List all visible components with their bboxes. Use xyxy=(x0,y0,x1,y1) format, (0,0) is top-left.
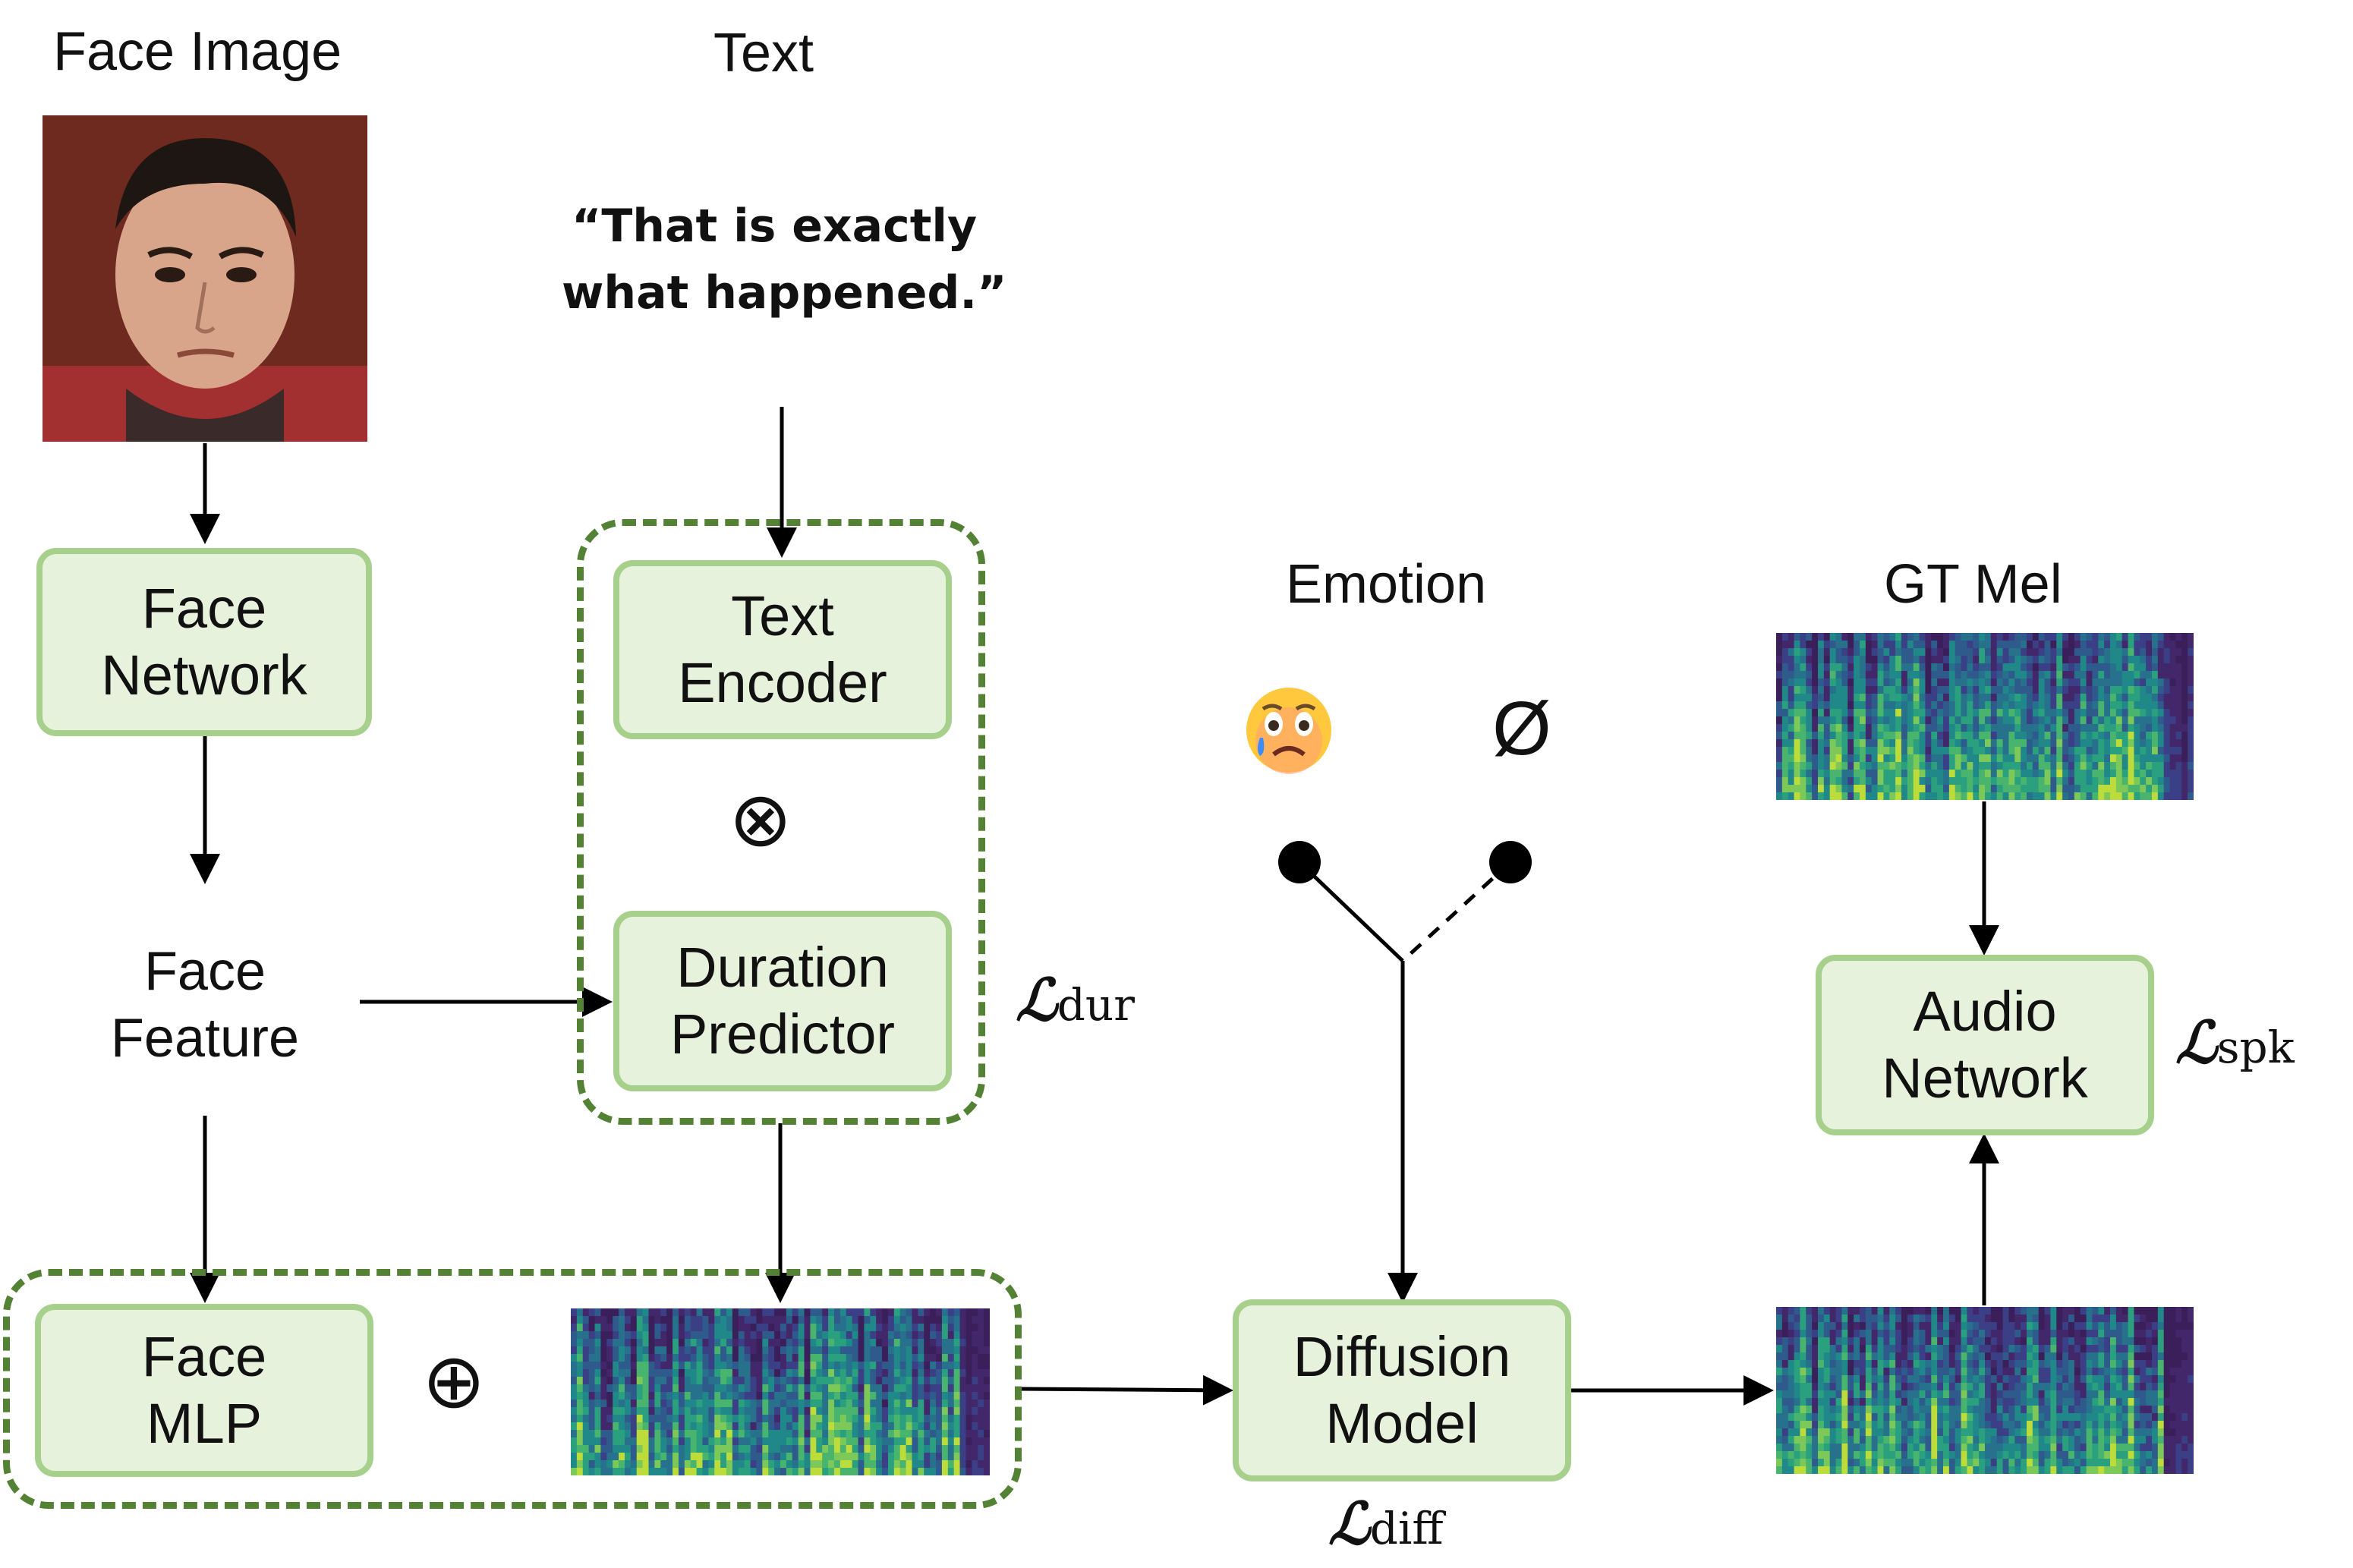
empty-set-symbol: Ø xyxy=(1492,686,1551,771)
diffusion-model-box: Diffusion Model xyxy=(1233,1299,1571,1481)
output-mel-spectrogram-icon xyxy=(1776,1307,2194,1474)
gt-mel-spectrogram-icon xyxy=(1776,633,2194,800)
face-photo-icon xyxy=(43,115,367,442)
audio-network-box: Audio Network xyxy=(1816,955,2154,1135)
face-network-box: Face Network xyxy=(36,548,372,736)
face-feature-line-1: Face xyxy=(143,941,266,1002)
emotion-label: Emotion xyxy=(1286,554,1487,615)
switch-dashed-branch xyxy=(1401,861,1512,962)
gt-mel-label: GT Mel xyxy=(1884,554,2062,615)
duration-predictor-box: Duration Predictor xyxy=(613,911,952,1091)
fusion-group-outline xyxy=(3,1269,1022,1509)
quote-line-2: what happened.” xyxy=(562,266,1007,320)
duration-group-outline xyxy=(577,519,985,1125)
switch-node-emotion xyxy=(1278,841,1321,883)
switch-node-null xyxy=(1489,841,1532,883)
text-encoder-box: Text Encoder xyxy=(613,560,952,739)
arrow-fusion-to-diffusion xyxy=(1021,1374,1233,1406)
loss-diff: ℒdiff xyxy=(1328,1490,1444,1557)
face-feature-label: Face Feature xyxy=(91,938,319,1072)
oplus-operator: ⊕ xyxy=(422,1339,486,1424)
otimes-operator: ⊗ xyxy=(729,777,792,862)
face-mlp-box: Face MLP xyxy=(35,1304,373,1477)
input-text-quote: “That is exactly what happened.” xyxy=(562,193,1007,326)
text-label: Text xyxy=(713,23,814,83)
quote-line-1: “That is exactly xyxy=(571,200,978,253)
face-feature-line-2: Feature xyxy=(110,1008,300,1069)
switch-solid-branch xyxy=(1298,861,1404,962)
loss-dur: ℒdur xyxy=(1016,966,1135,1034)
sad-crying-face-icon xyxy=(1246,688,1331,774)
loss-spk: ℒspk xyxy=(2175,1009,2295,1076)
face-image-label: Face Image xyxy=(53,21,342,82)
mel-spectrogram-icon xyxy=(571,1308,990,1475)
